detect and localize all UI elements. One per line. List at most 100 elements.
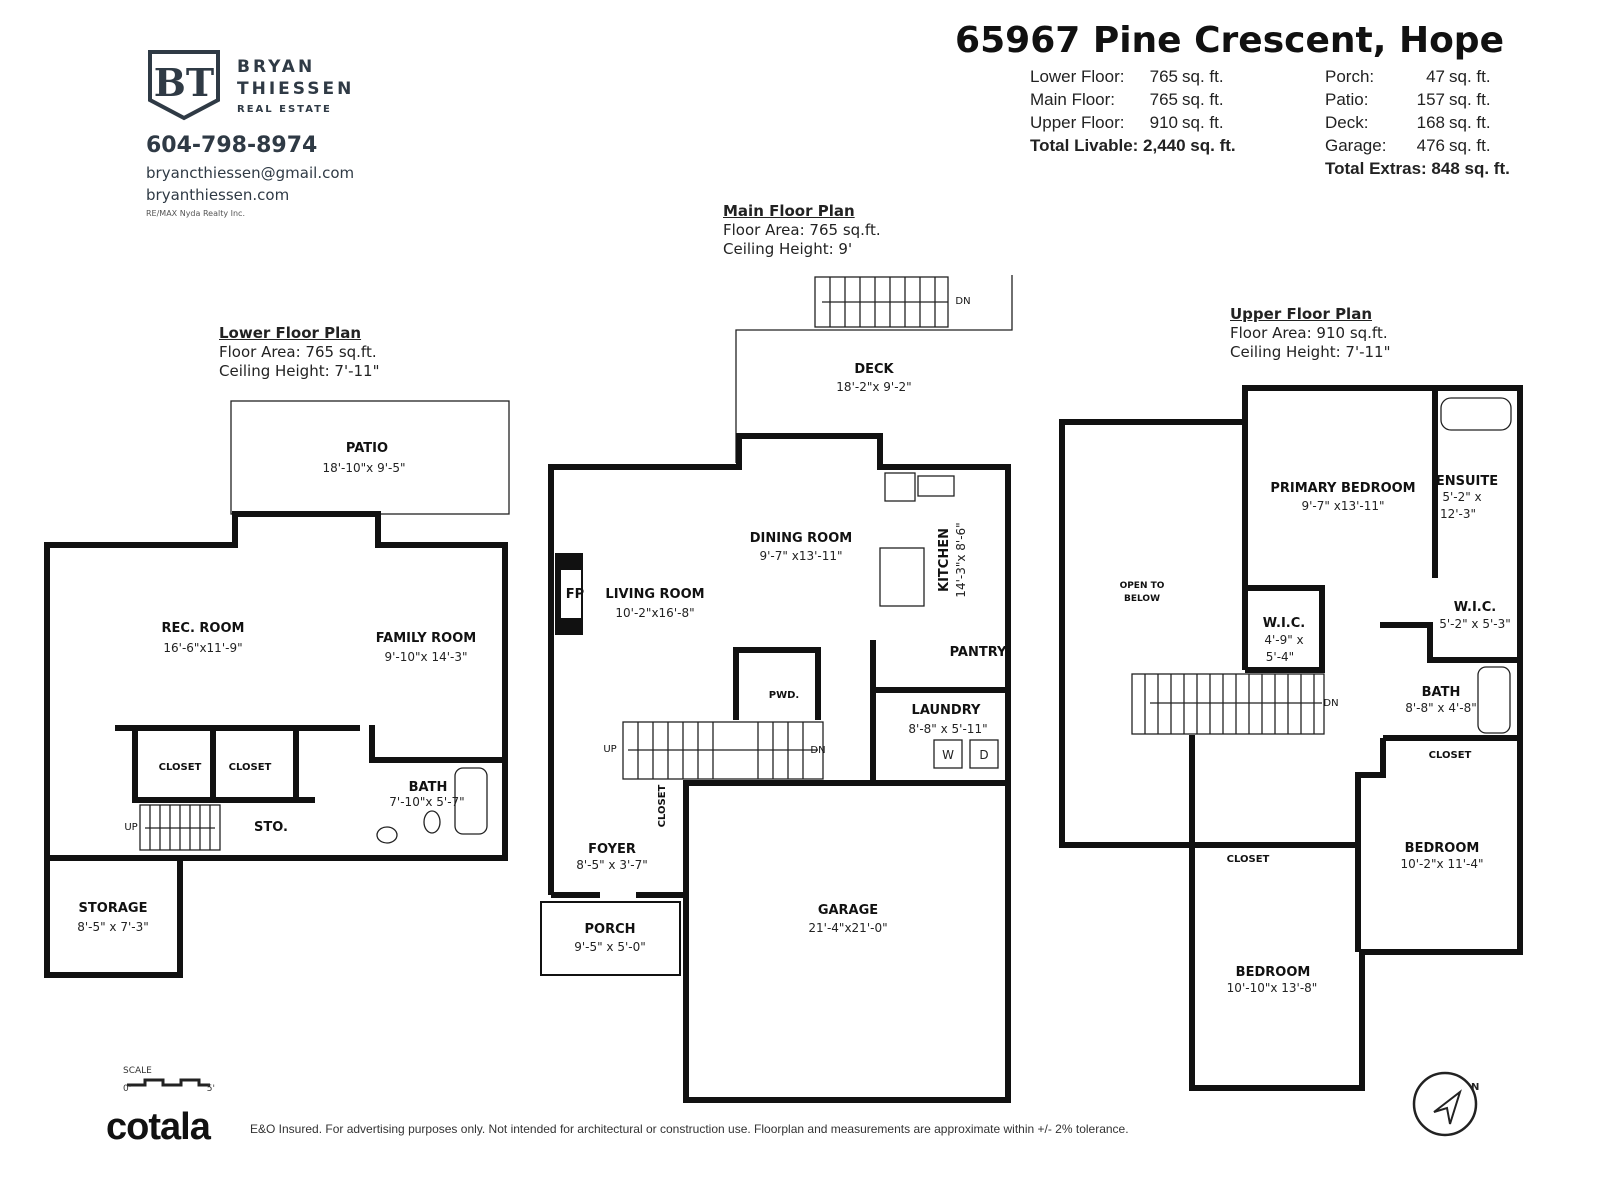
north-arrow-icon: N — [1412, 1071, 1479, 1137]
stairs-down-label: DN — [955, 296, 970, 307]
washer-label: W — [942, 748, 954, 762]
closet-wall — [132, 728, 315, 803]
scale-label: SCALE 0'5' — [123, 1066, 215, 1094]
room-size: 9'-7" x13'-11" — [759, 549, 842, 563]
main-stairs — [622, 721, 824, 780]
room-name: LIVING ROOM — [605, 587, 704, 602]
main-exterior-wall — [548, 433, 1011, 1103]
email[interactable]: bryancthiessen@gmail.com — [146, 164, 355, 182]
open-to-below-wall — [1059, 419, 1245, 848]
logo-icon: BT — [148, 50, 220, 121]
room-name: STORAGE — [79, 901, 148, 916]
dryer-label: D — [979, 748, 988, 762]
kitchen-sink-icon — [917, 475, 955, 497]
room-name: REC. ROOM — [162, 621, 245, 636]
room-size: 4'-9" x — [1264, 633, 1303, 647]
room-name: CLOSET — [1429, 750, 1472, 761]
cooktop-icon — [884, 472, 916, 502]
room-size: 8'-8" x 5'-11" — [908, 722, 987, 736]
bathtub-icon — [454, 767, 488, 835]
room-name: DINING ROOM — [750, 531, 852, 546]
room-size: 8'-5" x 3'-7" — [576, 858, 648, 872]
deck-outline — [735, 275, 1013, 463]
total-extras: Total Extras: 848 sq. ft. — [1325, 159, 1510, 178]
room-size: 9'-7" x13'-11" — [1301, 499, 1384, 513]
room-name: STO. — [254, 820, 288, 835]
svg-text:BT: BT — [154, 60, 214, 105]
room-name: PRIMARY BEDROOM — [1270, 481, 1415, 496]
main-floor-plan: DECK 18'-2"x 9'-2" DN DINING ROOM 9'-7" … — [540, 275, 1013, 1103]
room-name: W.I.C. — [1454, 600, 1496, 615]
disclaimer: E&O Insured. For advertising purposes on… — [250, 1122, 1129, 1136]
phone[interactable]: 604-798-8974 — [146, 133, 318, 158]
room-size: 10'-2"x16'-8" — [615, 606, 694, 620]
room-size: 21'-4"x21'-0" — [808, 921, 887, 935]
room-size: 5'-2" x 5'-3" — [1439, 617, 1511, 631]
lower-stairs — [139, 804, 221, 851]
room-name: GARAGE — [818, 903, 878, 918]
powder-wall — [733, 647, 821, 720]
upper-floor-plan: OPEN TO BELOW PRIMARY BEDROOM 9'-7" x13'… — [1059, 385, 1523, 1091]
stairs-down-label: DN — [810, 745, 825, 756]
room-name: PATIO — [346, 441, 388, 456]
room-name: FAMILY ROOM — [376, 631, 476, 646]
room-name: BATH — [409, 780, 448, 795]
room-name: KITCHEN — [937, 528, 952, 592]
dryer-icon — [969, 739, 999, 769]
porch-outline — [540, 901, 681, 976]
room-name: ENSUITE — [1436, 474, 1498, 489]
room-size: 5'-2" x — [1442, 490, 1481, 504]
stairs-up-label: UP — [603, 744, 616, 755]
room-size: 18'-10"x 9'-5" — [322, 461, 405, 475]
total-livable: Total Livable: 2,440 sq. ft. — [1030, 136, 1236, 155]
room-size: 9'-5" x 5'-0" — [574, 940, 646, 954]
lower-floor-plan: PATIO 18'-10"x 9'-5" REC. ROOM 16'-6"x11… — [44, 400, 510, 978]
cotala-logo: cotala — [106, 1106, 211, 1148]
bath-wall — [369, 725, 505, 763]
room-name: CLOSET — [1227, 854, 1270, 865]
room-name: LAUNDRY — [912, 703, 981, 718]
room-size: 16'-6"x11'-9" — [163, 641, 242, 655]
address-title: 65967 Pine Crescent, Hope — [955, 20, 1504, 61]
kitchen-island — [879, 547, 925, 607]
room-name: CLOSET — [657, 784, 668, 827]
bathtub-icon — [1477, 666, 1511, 734]
brokerage: RE/MAX Nyda Realty Inc. — [146, 209, 245, 218]
room-name: FP — [566, 587, 584, 602]
stairs-down-label: DN — [1323, 698, 1338, 709]
room-size: 7'-10"x 5'-7" — [389, 795, 464, 809]
website[interactable]: bryanthiessen.com — [146, 186, 290, 204]
room-size: 14'-3"x 8'-6" — [954, 522, 968, 597]
room-name: W.I.C. — [1263, 616, 1305, 631]
room-name: PORCH — [584, 922, 635, 937]
room-size: 8'-8" x 4'-8" — [1405, 701, 1477, 715]
room-size: 10'-2"x 11'-4" — [1400, 857, 1483, 871]
room-size: 12'-3" — [1440, 507, 1476, 521]
room-name: PANTRY — [950, 645, 1007, 660]
room-size: 10'-10"x 13'-8" — [1227, 981, 1318, 995]
upper-exterior-wall — [1189, 385, 1523, 1091]
upper-stairs — [1131, 673, 1325, 735]
room-size: 9'-10"x 14'-3" — [384, 650, 467, 664]
room-name: OPEN TO — [1120, 581, 1165, 591]
room-size: 18'-2"x 9'-2" — [836, 380, 911, 394]
deck-stairs — [814, 276, 949, 328]
room-name: FOYER — [588, 842, 636, 857]
toilet-icon — [423, 810, 441, 834]
room-size: 8'-5" x 7'-3" — [77, 920, 149, 934]
washer-icon — [933, 739, 963, 769]
compass-label: N — [1471, 1082, 1479, 1093]
room-name: BELOW — [1124, 594, 1160, 604]
